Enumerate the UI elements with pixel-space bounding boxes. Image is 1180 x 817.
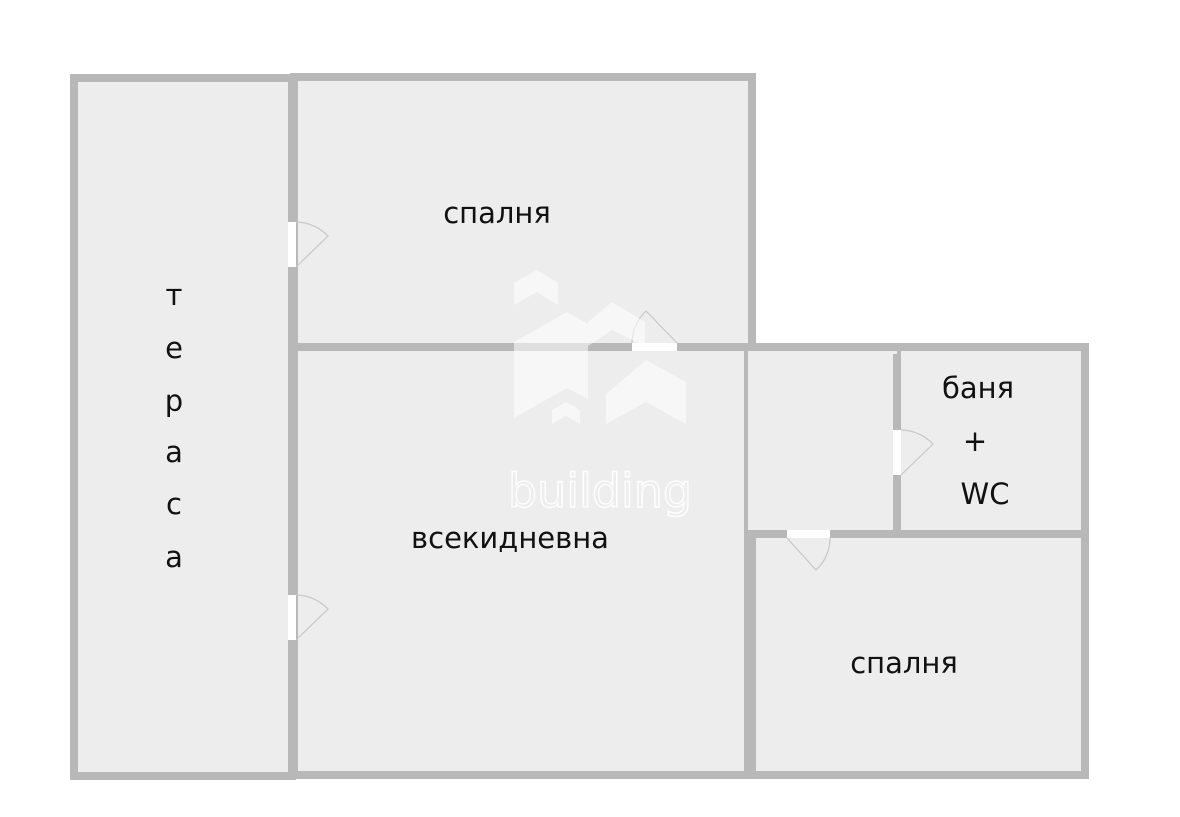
room-bedroom-top — [290, 73, 756, 351]
label-bathroom: баня — [942, 371, 1014, 405]
doors — [288, 221, 934, 641]
label-terrace-letter: т — [166, 278, 183, 312]
label-terrace-letter: р — [165, 384, 183, 418]
label-terrace-letter: е — [165, 331, 183, 365]
watermark-text: building — [508, 464, 692, 518]
label-terrace-letter: а — [165, 540, 183, 574]
door-bedroom-bottom — [786, 530, 831, 571]
label-terrace-letter: с — [166, 487, 182, 521]
door-terrace-bedroom — [288, 221, 329, 268]
label-wc: WC — [961, 477, 1010, 511]
hall-wall — [748, 347, 897, 534]
label-bedroom-bottom: спалня — [850, 646, 958, 680]
label-living-room: всекидневна — [411, 521, 609, 555]
labels: спалня т е р а с а всекидневна баня + WC… — [165, 196, 1014, 680]
label-bathroom-plus: + — [963, 424, 987, 458]
door-terrace-living — [288, 594, 329, 641]
room-bathroom — [893, 343, 1089, 538]
watermark-logo: building — [507, 270, 693, 519]
door-bathroom — [893, 429, 934, 476]
label-bedroom-top: спалня — [443, 196, 551, 230]
label-terrace-letter: а — [165, 435, 183, 469]
room-terrace — [70, 74, 296, 780]
room-bedroom-bottom — [748, 530, 1089, 779]
